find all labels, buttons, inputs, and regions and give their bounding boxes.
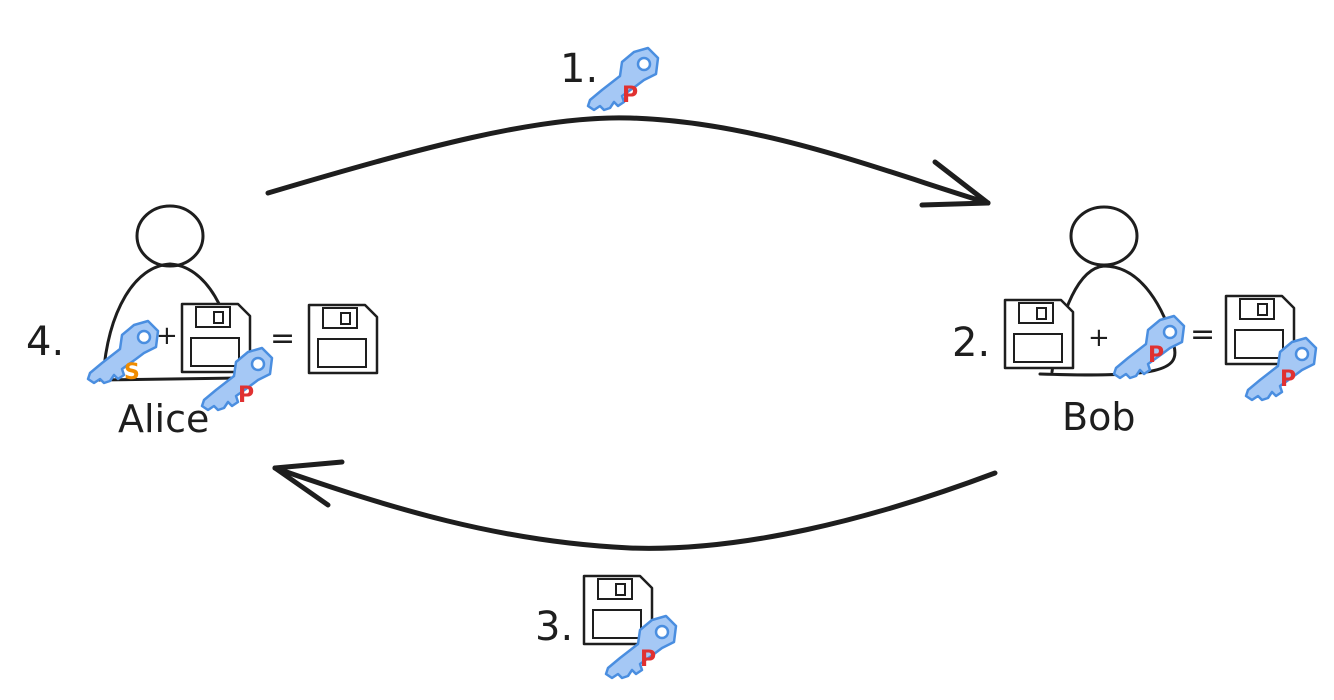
- equals-sign: =: [270, 321, 295, 356]
- bob-label: Bob: [1062, 395, 1135, 439]
- arrow-left-icon: [272, 465, 998, 551]
- key-letter-public: P: [238, 383, 254, 408]
- key-letter-public: P: [1148, 343, 1164, 368]
- floppy-disk-icon: [1003, 298, 1075, 370]
- public-key-icon: P: [1112, 314, 1186, 380]
- plus-sign: +: [156, 321, 178, 351]
- plus-sign: +: [1088, 323, 1110, 353]
- public-key-icon: P: [200, 346, 274, 412]
- bob: 2. + P = P Bob: [952, 205, 1318, 439]
- alice-label: Alice: [118, 397, 209, 441]
- step-1: 1. P: [560, 46, 660, 112]
- arrow-bob-to-alice: [272, 459, 998, 551]
- arrow-alice-to-bob: [265, 115, 991, 208]
- secret-key-icon: S: [86, 319, 160, 385]
- step-2-number: 2.: [952, 320, 990, 366]
- public-key-icon: P: [586, 46, 660, 112]
- step-3-number: 3.: [535, 604, 573, 650]
- arrow-right-icon: [265, 115, 991, 206]
- floppy-disk-icon: [307, 303, 379, 375]
- key-letter-public: P: [622, 83, 638, 108]
- alice: 4. S + P = Alice: [26, 204, 379, 441]
- public-key-icon: P: [1244, 336, 1318, 402]
- equals-sign: =: [1190, 317, 1215, 352]
- step-1-number: 1.: [560, 46, 598, 92]
- key-letter-secret: S: [124, 360, 140, 385]
- key-letter-public: P: [640, 647, 656, 672]
- step-3: 3. P: [535, 574, 678, 680]
- public-key-icon: P: [604, 614, 678, 680]
- key-letter-public: P: [1280, 367, 1296, 392]
- person-icon: [1038, 205, 1177, 377]
- step-4-number: 4.: [26, 319, 64, 365]
